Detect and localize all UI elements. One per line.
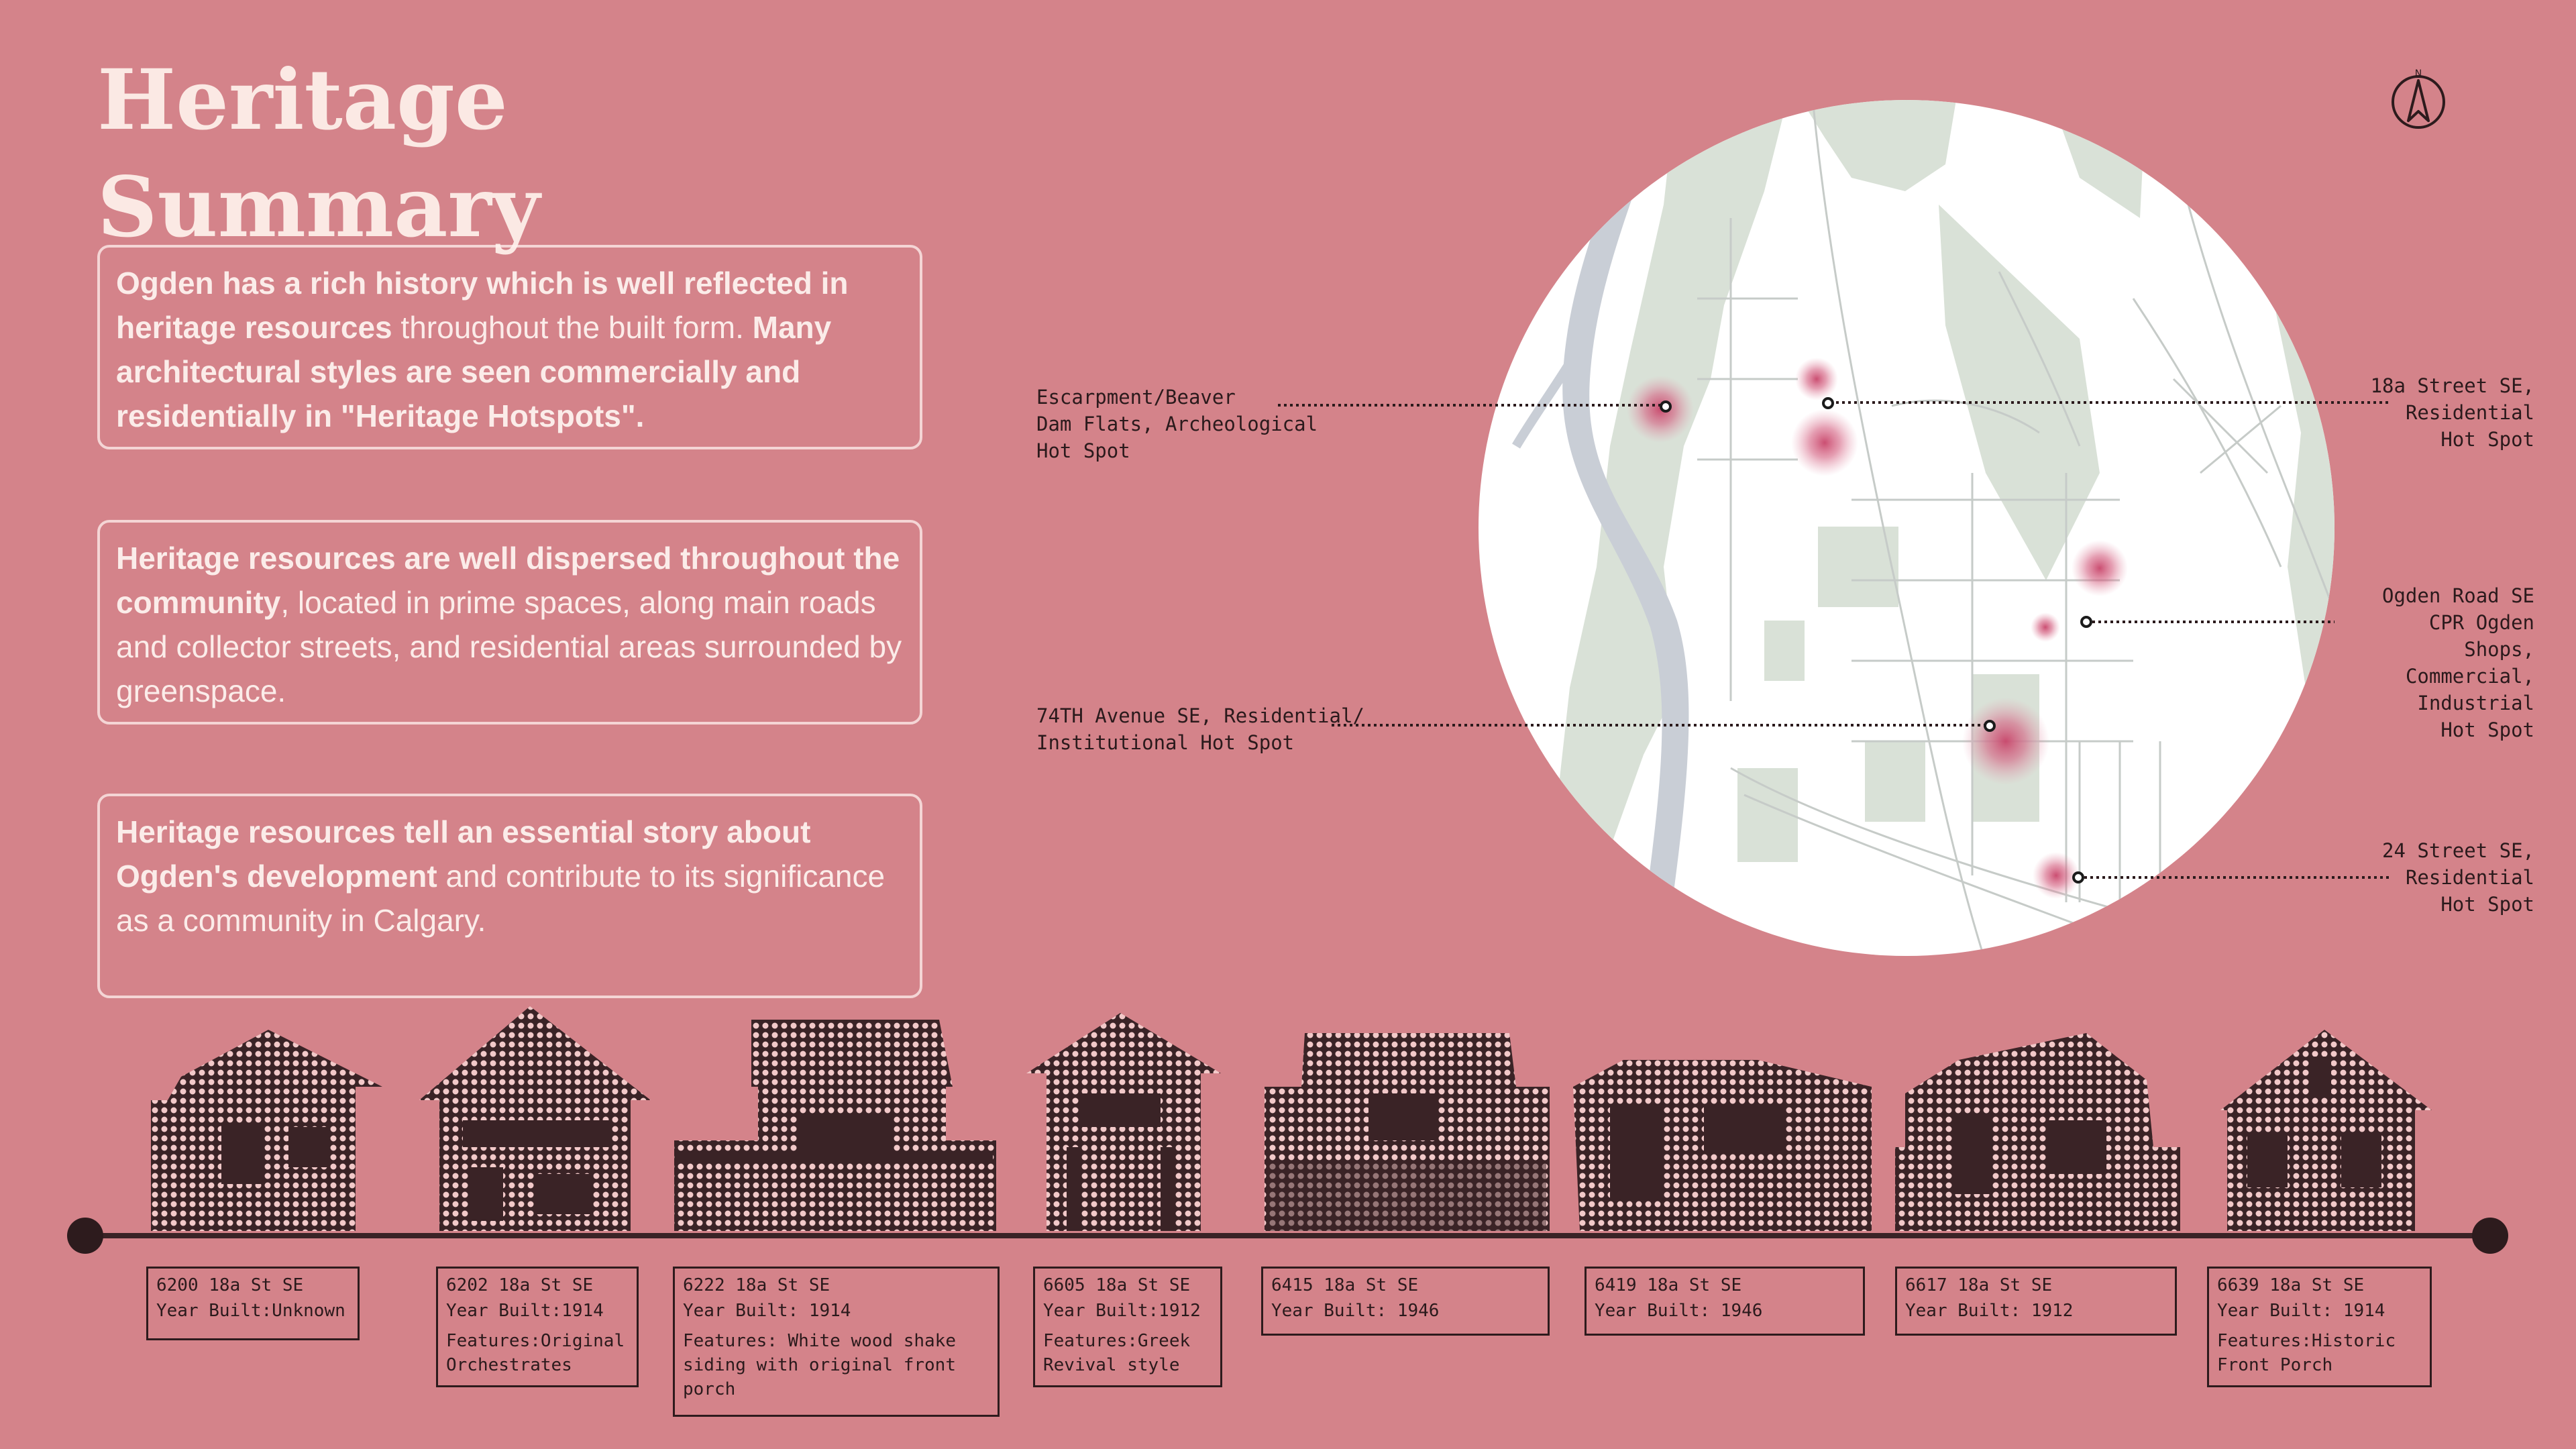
house-address: 6605 18a St SE [1043,1275,1191,1295]
hotspot-marker-74th-avenue [1984,720,1996,732]
title-line-1: Heritage [97,52,508,149]
page-title: Heritage Summary [97,47,540,262]
summary-panel-1: Ogden has a rich history which is well r… [97,245,922,449]
house-features: Features:Historic Front Porch [2217,1331,2396,1375]
house-year: Year Built: 1912 [1905,1301,2074,1321]
house-address: 6617 18a St SE [1905,1275,2053,1295]
house-7-icon [1895,1033,2180,1231]
house-address: 6222 18a St SE [683,1275,830,1295]
house-5-icon [1265,1033,1550,1231]
panel-3-text-1: and contribute to its significance as a … [116,859,885,938]
hotspot-label-18a-street: 18a Street SE, Residential Hot Spot [2370,374,2534,451]
compass-letter: N [2415,68,2422,79]
timeline-start-dot [67,1218,103,1254]
title-line-2: Summary [97,159,540,256]
hotspot-label-24-street: 24 Street SE, Residential Hot Spot [2382,839,2534,916]
house-features: Features:Greek Revival style [1043,1331,1191,1375]
house-year: Year Built: 1914 [683,1301,851,1321]
house-address: 6639 18a St SE [2217,1275,2365,1295]
house-address: 6419 18a St SE [1595,1275,1742,1295]
timeline [67,1218,2508,1254]
house-illustrations [151,1006,2432,1231]
house-info-6415: 6415 18a St SE Year Built: 1946 [1261,1267,1550,1336]
summary-panel-2: Heritage resources are well dispersed th… [97,520,922,724]
house-year: Year Built:Unknown [156,1301,345,1321]
house-features: Features: White wood shake siding with o… [683,1331,956,1399]
house-address: 6200 18a St SE [156,1275,304,1295]
house-info-6639: 6639 18a St SE Year Built: 1914 Features… [2207,1267,2432,1387]
house-info-6419: 6419 18a St SE Year Built: 1946 [1585,1267,1865,1336]
house-info-6202: 6202 18a St SE Year Built:1914 Features:… [436,1267,639,1387]
house-features: Features:Original Orchestrates [446,1331,625,1375]
compass-icon: N [2388,67,2449,134]
panel-3-strong-1: Heritage resources tell an essential sto… [116,814,811,894]
map [1476,97,2338,959]
hotspot-label-ogden-road: Ogden Road SE CPR Ogden Shops, Commercia… [2382,584,2534,741]
house-2-icon [419,1006,651,1231]
hotspot-marker-24-street [2072,871,2084,883]
hotspot-marker-18a-street [1822,397,1834,409]
house-info-6200: 6200 18a St SE Year Built:Unknown [146,1267,360,1340]
house-address: 6415 18a St SE [1271,1275,1419,1295]
hotspot-label-74th-avenue: 74TH Avenue SE, Residential/ Institution… [1036,704,1364,754]
house-8-icon [2220,1030,2432,1231]
timeline-end-dot [2472,1218,2508,1254]
hotspot-marker-escarpment [1660,400,1672,413]
hotspot-label-escarpment: Escarpment/Beaver Dam Flats, Archeologic… [1036,386,1318,462]
summary-panel-3: Heritage resources tell an essential sto… [97,794,922,998]
house-1-icon [151,1030,382,1231]
house-info-6605: 6605 18a St SE Year Built:1912 Features:… [1033,1267,1222,1387]
panel-2-text-1: , located in prime spaces, along main ro… [116,585,902,708]
house-year: Year Built:1914 [446,1301,604,1321]
house-4-icon [1026,1013,1221,1231]
house-address: 6202 18a St SE [446,1275,594,1295]
panel-1-text-1: throughout the built form. [392,310,753,345]
house-3-icon [674,1020,996,1231]
panel-1-strong-1: Ogden has a rich history which is well r… [116,266,849,345]
panel-1-strong-2: Many architectural styles are seen comme… [116,310,832,433]
house-year: Year Built: 1946 [1271,1301,1440,1321]
house-info-6617: 6617 18a St SE Year Built: 1912 [1895,1267,2177,1336]
house-6-icon [1573,1060,1872,1231]
panel-2-strong-1: Heritage resources are well dispersed th… [116,541,900,620]
house-year: Year Built: 1914 [2217,1301,2385,1321]
hotspot-marker-ogden-road [2080,616,2092,628]
house-year: Year Built:1912 [1043,1301,1201,1321]
house-info-6222: 6222 18a St SE Year Built: 1914 Features… [673,1267,1000,1417]
house-year: Year Built: 1946 [1595,1301,1763,1321]
